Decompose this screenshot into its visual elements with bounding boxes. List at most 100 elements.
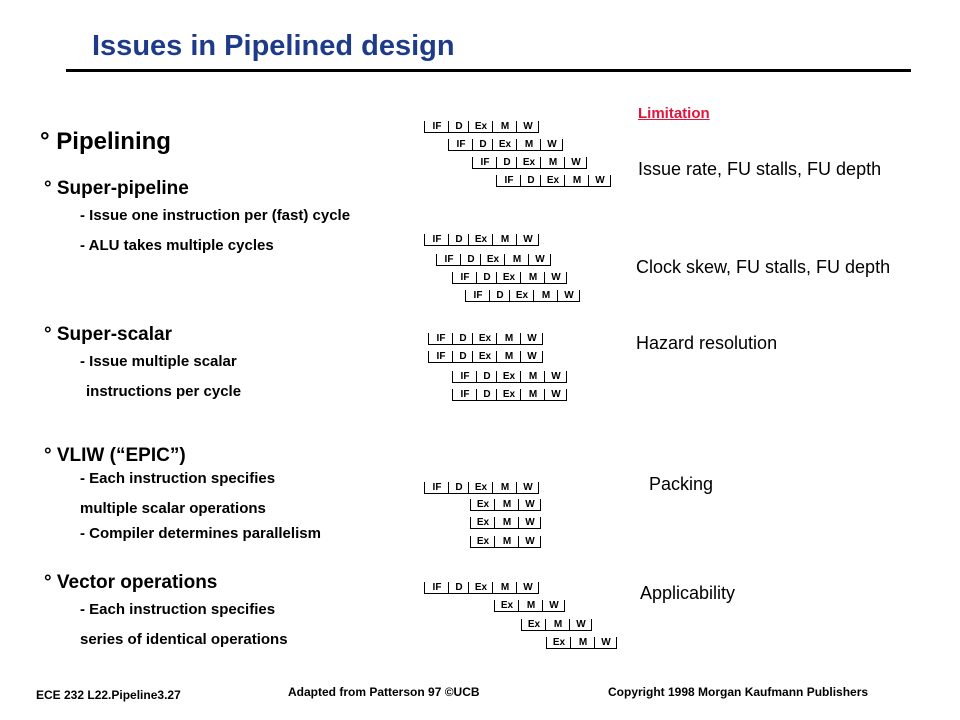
stage-d: D bbox=[461, 254, 481, 266]
stage-if: IF bbox=[424, 482, 449, 494]
stage-m: M bbox=[546, 619, 570, 631]
stage-d: D bbox=[449, 234, 469, 246]
stage-if: IF bbox=[496, 175, 521, 187]
stage-d: D bbox=[477, 272, 497, 284]
stage-w: W bbox=[519, 536, 541, 548]
stage-if: IF bbox=[452, 272, 477, 284]
stage-m: M bbox=[495, 499, 519, 511]
stage-m: M bbox=[495, 517, 519, 529]
stage-ex: Ex bbox=[497, 371, 521, 383]
stage-ex: Ex bbox=[494, 600, 519, 612]
stage-if: IF bbox=[452, 371, 477, 383]
stage-d: D bbox=[473, 139, 493, 151]
stage-ex: Ex bbox=[469, 121, 493, 133]
vliw-limitation: Packing bbox=[649, 474, 714, 494]
stage-w: W bbox=[517, 121, 539, 133]
stage-m: M bbox=[497, 351, 521, 363]
vliw-heading: ° VLIW (“EPIC”) bbox=[44, 445, 186, 466]
superscalar-line2: instructions per cycle bbox=[86, 383, 242, 400]
vliw-line2: multiple scalar operations bbox=[80, 500, 266, 517]
stage-d: D bbox=[449, 121, 469, 133]
stage-w: W bbox=[570, 619, 592, 631]
stage-ex: Ex bbox=[473, 333, 497, 345]
stage-if: IF bbox=[424, 582, 449, 594]
stage-ex: Ex bbox=[470, 517, 495, 529]
stage-d: D bbox=[453, 333, 473, 345]
stage-w: W bbox=[545, 371, 567, 383]
stage-w: W bbox=[541, 139, 563, 151]
stage-m: M bbox=[495, 536, 519, 548]
stage-m: M bbox=[521, 272, 545, 284]
stage-m: M bbox=[505, 254, 529, 266]
slide-title: Issues in Pipelined design bbox=[92, 30, 455, 62]
stage-w: W bbox=[595, 637, 617, 649]
stage-w: W bbox=[517, 582, 539, 594]
stage-m: M bbox=[571, 637, 595, 649]
stage-if: IF bbox=[448, 139, 473, 151]
stage-d: D bbox=[449, 582, 469, 594]
pipelining-heading: ° Pipelining bbox=[40, 128, 171, 155]
stage-m: M bbox=[493, 234, 517, 246]
stage-ex: Ex bbox=[497, 272, 521, 284]
stage-ex: Ex bbox=[541, 175, 565, 187]
stage-m: M bbox=[497, 333, 521, 345]
stage-m: M bbox=[534, 290, 558, 302]
stage-ex: Ex bbox=[470, 536, 495, 548]
superpipeline-line2: - ALU takes multiple cycles bbox=[80, 237, 274, 254]
stage-m: M bbox=[565, 175, 589, 187]
stage-ex: Ex bbox=[470, 499, 495, 511]
stage-w: W bbox=[517, 234, 539, 246]
vector-limitation: Applicability bbox=[640, 583, 736, 603]
superscalar-line1: - Issue multiple scalar bbox=[80, 353, 237, 370]
vector-line2: series of identical operations bbox=[80, 631, 288, 648]
pipelining-limitation: Issue rate, FU stalls, FU depth bbox=[638, 159, 882, 179]
title-underline bbox=[66, 69, 911, 72]
limitation-header: Limitation bbox=[638, 105, 710, 122]
stage-if: IF bbox=[436, 254, 461, 266]
stage-d: D bbox=[477, 371, 497, 383]
stage-w: W bbox=[545, 272, 567, 284]
stage-if: IF bbox=[472, 157, 497, 169]
footer-attribution: Adapted from Patterson 97 ©UCB bbox=[288, 685, 480, 699]
superscalar-limitation: Hazard resolution bbox=[636, 333, 778, 353]
stage-m: M bbox=[493, 582, 517, 594]
stage-m: M bbox=[541, 157, 565, 169]
stage-if: IF bbox=[428, 333, 453, 345]
stage-w: W bbox=[589, 175, 611, 187]
superpipeline-heading: ° Super-pipeline bbox=[44, 178, 189, 199]
stage-if: IF bbox=[465, 290, 490, 302]
vector-line1: - Each instruction specifies bbox=[80, 601, 276, 618]
stage-m: M bbox=[493, 482, 517, 494]
stage-w: W bbox=[519, 517, 541, 529]
stage-ex: Ex bbox=[469, 582, 493, 594]
footer-copyright: Copyright 1998 Morgan Kaufmann Publisher… bbox=[608, 685, 869, 699]
stage-d: D bbox=[490, 290, 510, 302]
footer-course: ECE 232 L22.Pipeline3.27 bbox=[36, 688, 181, 702]
stage-ex: Ex bbox=[481, 254, 505, 266]
superpipeline-line1: - Issue one instruction per (fast) cycle bbox=[80, 207, 351, 224]
superscalar-heading: ° Super-scalar bbox=[44, 324, 172, 345]
stage-w: W bbox=[543, 600, 565, 612]
stage-ex: Ex bbox=[497, 389, 521, 401]
stage-d: D bbox=[521, 175, 541, 187]
stage-ex: Ex bbox=[493, 139, 517, 151]
stage-w: W bbox=[558, 290, 580, 302]
stage-w: W bbox=[565, 157, 587, 169]
stage-if: IF bbox=[452, 389, 477, 401]
